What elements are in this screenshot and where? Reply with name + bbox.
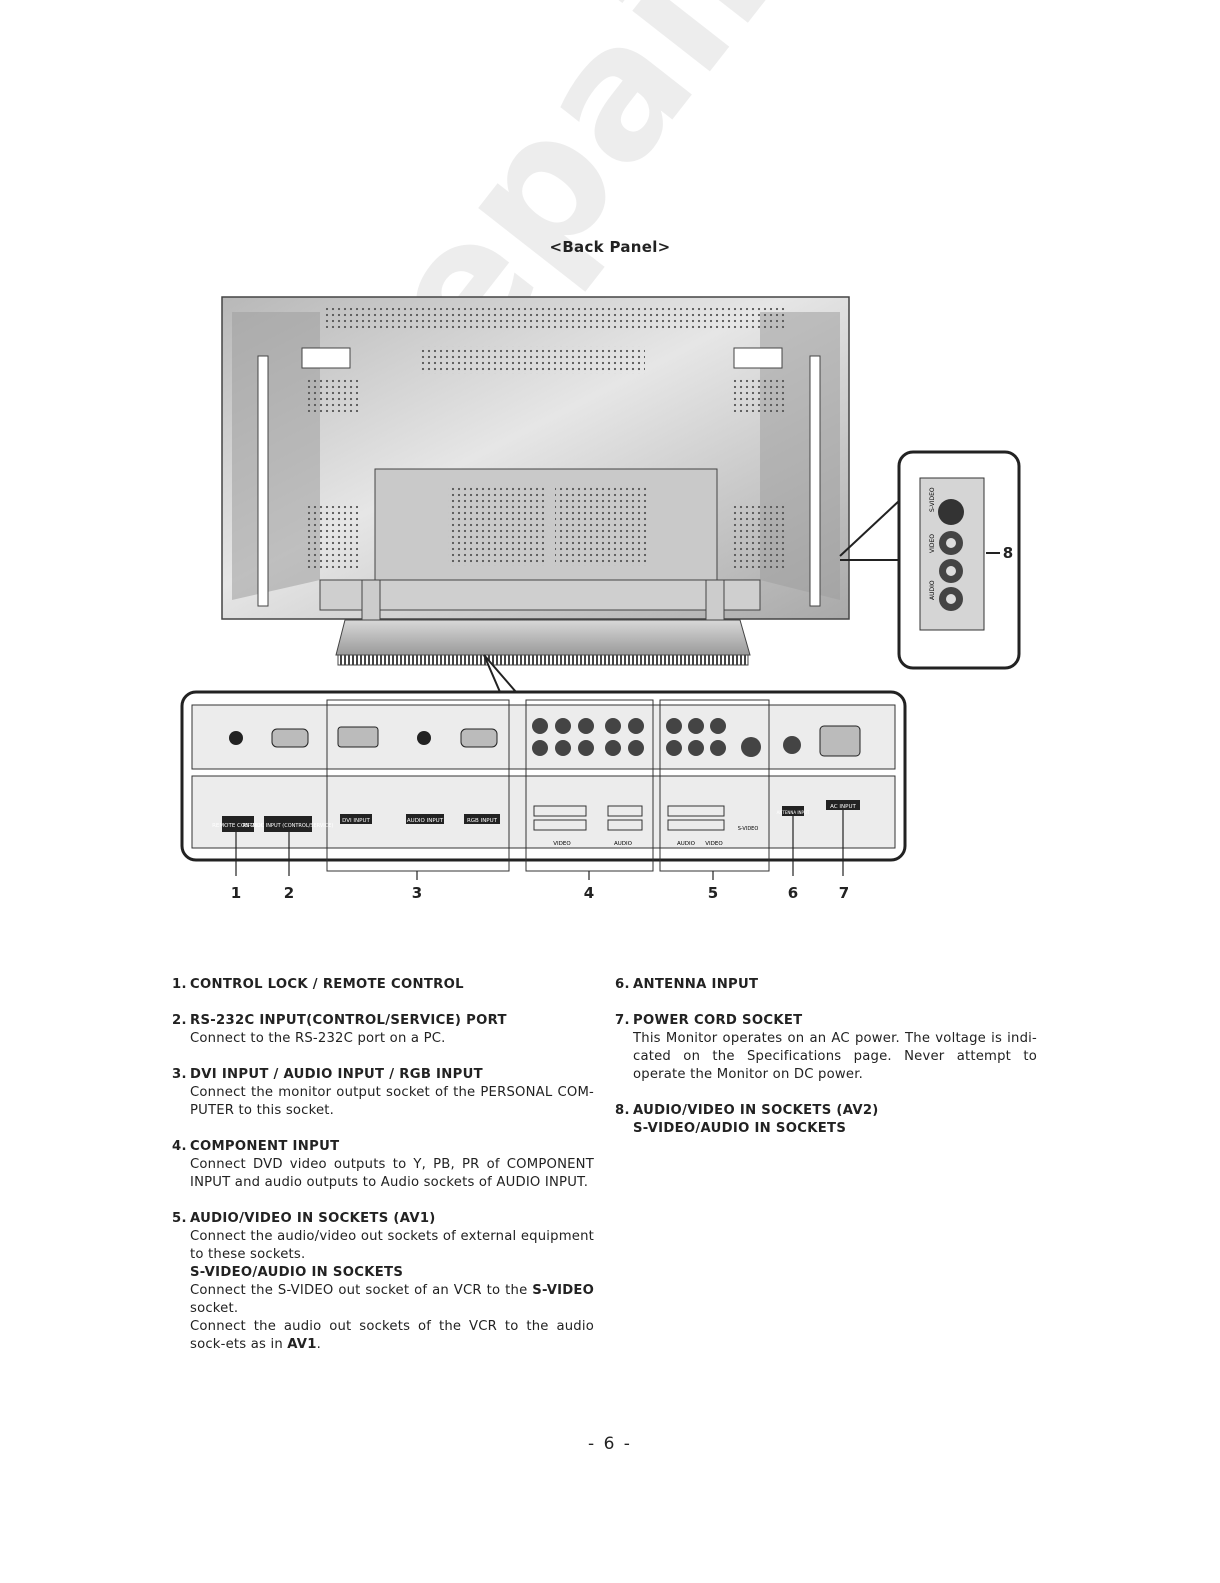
item-4: 4.COMPONENT INPUT Connect DVD video outp… bbox=[172, 1138, 594, 1192]
rs232c-label: RS-232C INPUT (CONTROL/SERVICE) bbox=[243, 823, 334, 829]
ac-input-label: AC INPUT bbox=[830, 804, 856, 810]
callout-4: 4 bbox=[583, 884, 595, 902]
tv-stand bbox=[335, 579, 751, 666]
av1-video-label: VIDEO bbox=[705, 841, 723, 847]
side-video-label: VIDEO bbox=[929, 534, 936, 553]
back-panel-diagram: S-VIDEO VIDEO AUDIO REMO bbox=[180, 296, 1021, 880]
connection-panel: REMOTE CONTROL RS-232C INPUT (CONTROL/SE… bbox=[180, 690, 907, 872]
item-5: 5.AUDIO/VIDEO IN SOCKETS (AV1) Connect t… bbox=[172, 1210, 594, 1354]
audio-input-label: AUDIO INPUT bbox=[407, 818, 444, 824]
rgb-input-label: RGB INPUT bbox=[467, 818, 498, 824]
item-heading: CONTROL LOCK / REMOTE CONTROL bbox=[190, 977, 464, 992]
item-subheading: S-VIDEO/AUDIO IN SOCKETS bbox=[190, 1265, 404, 1280]
callout-7: 7 bbox=[838, 884, 850, 902]
item-heading: AUDIO/VIDEO IN SOCKETS (AV1) bbox=[190, 1211, 436, 1226]
item-2: 2.RS-232C INPUT(CONTROL/SERVICE) PORT Co… bbox=[172, 1012, 594, 1048]
item-6: 6.ANTENNA INPUT bbox=[615, 976, 1037, 994]
item-body-text: Connect the S-VIDEO out socket of an VCR… bbox=[190, 1283, 533, 1298]
tv-back bbox=[221, 296, 850, 620]
remote-control-label: REMOTE CONTROL bbox=[212, 823, 265, 829]
item-3: 3.DVI INPUT / AUDIO INPUT / RGB INPUT Co… bbox=[172, 1066, 594, 1120]
item-body: Connect the audio/video out sockets of e… bbox=[190, 1229, 594, 1262]
callout-3: 3 bbox=[411, 884, 423, 902]
av1-audio-label: AUDIO bbox=[677, 841, 696, 847]
item-body: Connect to the RS-232C port on a PC. bbox=[190, 1031, 446, 1046]
callout-2: 2 bbox=[283, 884, 295, 902]
item-number: 3. bbox=[172, 1067, 187, 1082]
item-body: Connect DVD video outputs to Y, PB, PR o… bbox=[190, 1157, 594, 1190]
page-number: - 6 - bbox=[588, 1434, 632, 1454]
item-heading: COMPONENT INPUT bbox=[190, 1139, 340, 1154]
page-title: <Back Panel> bbox=[549, 238, 671, 256]
item-body-text: . bbox=[316, 1337, 321, 1352]
item-heading: RS-232C INPUT(CONTROL/SERVICE) PORT bbox=[190, 1013, 507, 1028]
item-body: Connect the monitor output socket of the… bbox=[190, 1085, 594, 1118]
description-left-column: 1.CONTROL LOCK / REMOTE CONTROL 2.RS-232… bbox=[172, 976, 594, 1372]
side-s-video-label: S-VIDEO bbox=[929, 487, 936, 512]
item-heading: ANTENNA INPUT bbox=[633, 977, 759, 992]
item-subheading: S-VIDEO/AUDIO IN SOCKETS bbox=[633, 1121, 847, 1136]
item-number: 2. bbox=[172, 1013, 187, 1028]
item-heading: DVI INPUT / AUDIO INPUT / RGB INPUT bbox=[190, 1067, 483, 1082]
item-number: 5. bbox=[172, 1211, 187, 1226]
item-7: 7.POWER CORD SOCKET This Monitor operate… bbox=[615, 1012, 1037, 1084]
callout-6: 6 bbox=[787, 884, 799, 902]
item-body-text: socket. bbox=[190, 1301, 239, 1316]
item-number: 4. bbox=[172, 1139, 187, 1154]
side-audio-label: AUDIO bbox=[929, 580, 936, 600]
item-heading: AUDIO/VIDEO IN SOCKETS (AV2) bbox=[633, 1103, 879, 1118]
item-number: 7. bbox=[615, 1013, 630, 1028]
component-video-label: VIDEO bbox=[553, 841, 571, 847]
callout-8: 8 bbox=[1002, 544, 1014, 562]
item-number: 6. bbox=[615, 977, 630, 992]
item-number: 1. bbox=[172, 977, 187, 992]
item-body-bold: AV1 bbox=[287, 1337, 317, 1352]
callout-5: 5 bbox=[707, 884, 719, 902]
s-video-label: S-VIDEO bbox=[738, 826, 759, 832]
item-body-bold: S-VIDEO bbox=[532, 1283, 594, 1298]
item-number: 8. bbox=[615, 1103, 630, 1118]
item-heading: POWER CORD SOCKET bbox=[633, 1013, 803, 1028]
item-body: This Monitor operates on an AC power. Th… bbox=[633, 1031, 1037, 1082]
side-panel-zoom: S-VIDEO VIDEO AUDIO bbox=[839, 450, 1021, 670]
dvi-input-label: DVI INPUT bbox=[342, 818, 370, 824]
component-audio-label: AUDIO bbox=[614, 841, 633, 847]
callout-1: 1 bbox=[230, 884, 242, 902]
item-body-text: Connect the audio out sockets of the VCR… bbox=[190, 1319, 594, 1352]
item-1: 1.CONTROL LOCK / REMOTE CONTROL bbox=[172, 976, 594, 994]
item-8: 8.AUDIO/VIDEO IN SOCKETS (AV2) S-VIDEO/A… bbox=[615, 1102, 1037, 1138]
antenna-input-label: ANTENNA INPUT bbox=[777, 810, 810, 815]
description-right-column: 6.ANTENNA INPUT 7.POWER CORD SOCKET This… bbox=[615, 976, 1037, 1156]
